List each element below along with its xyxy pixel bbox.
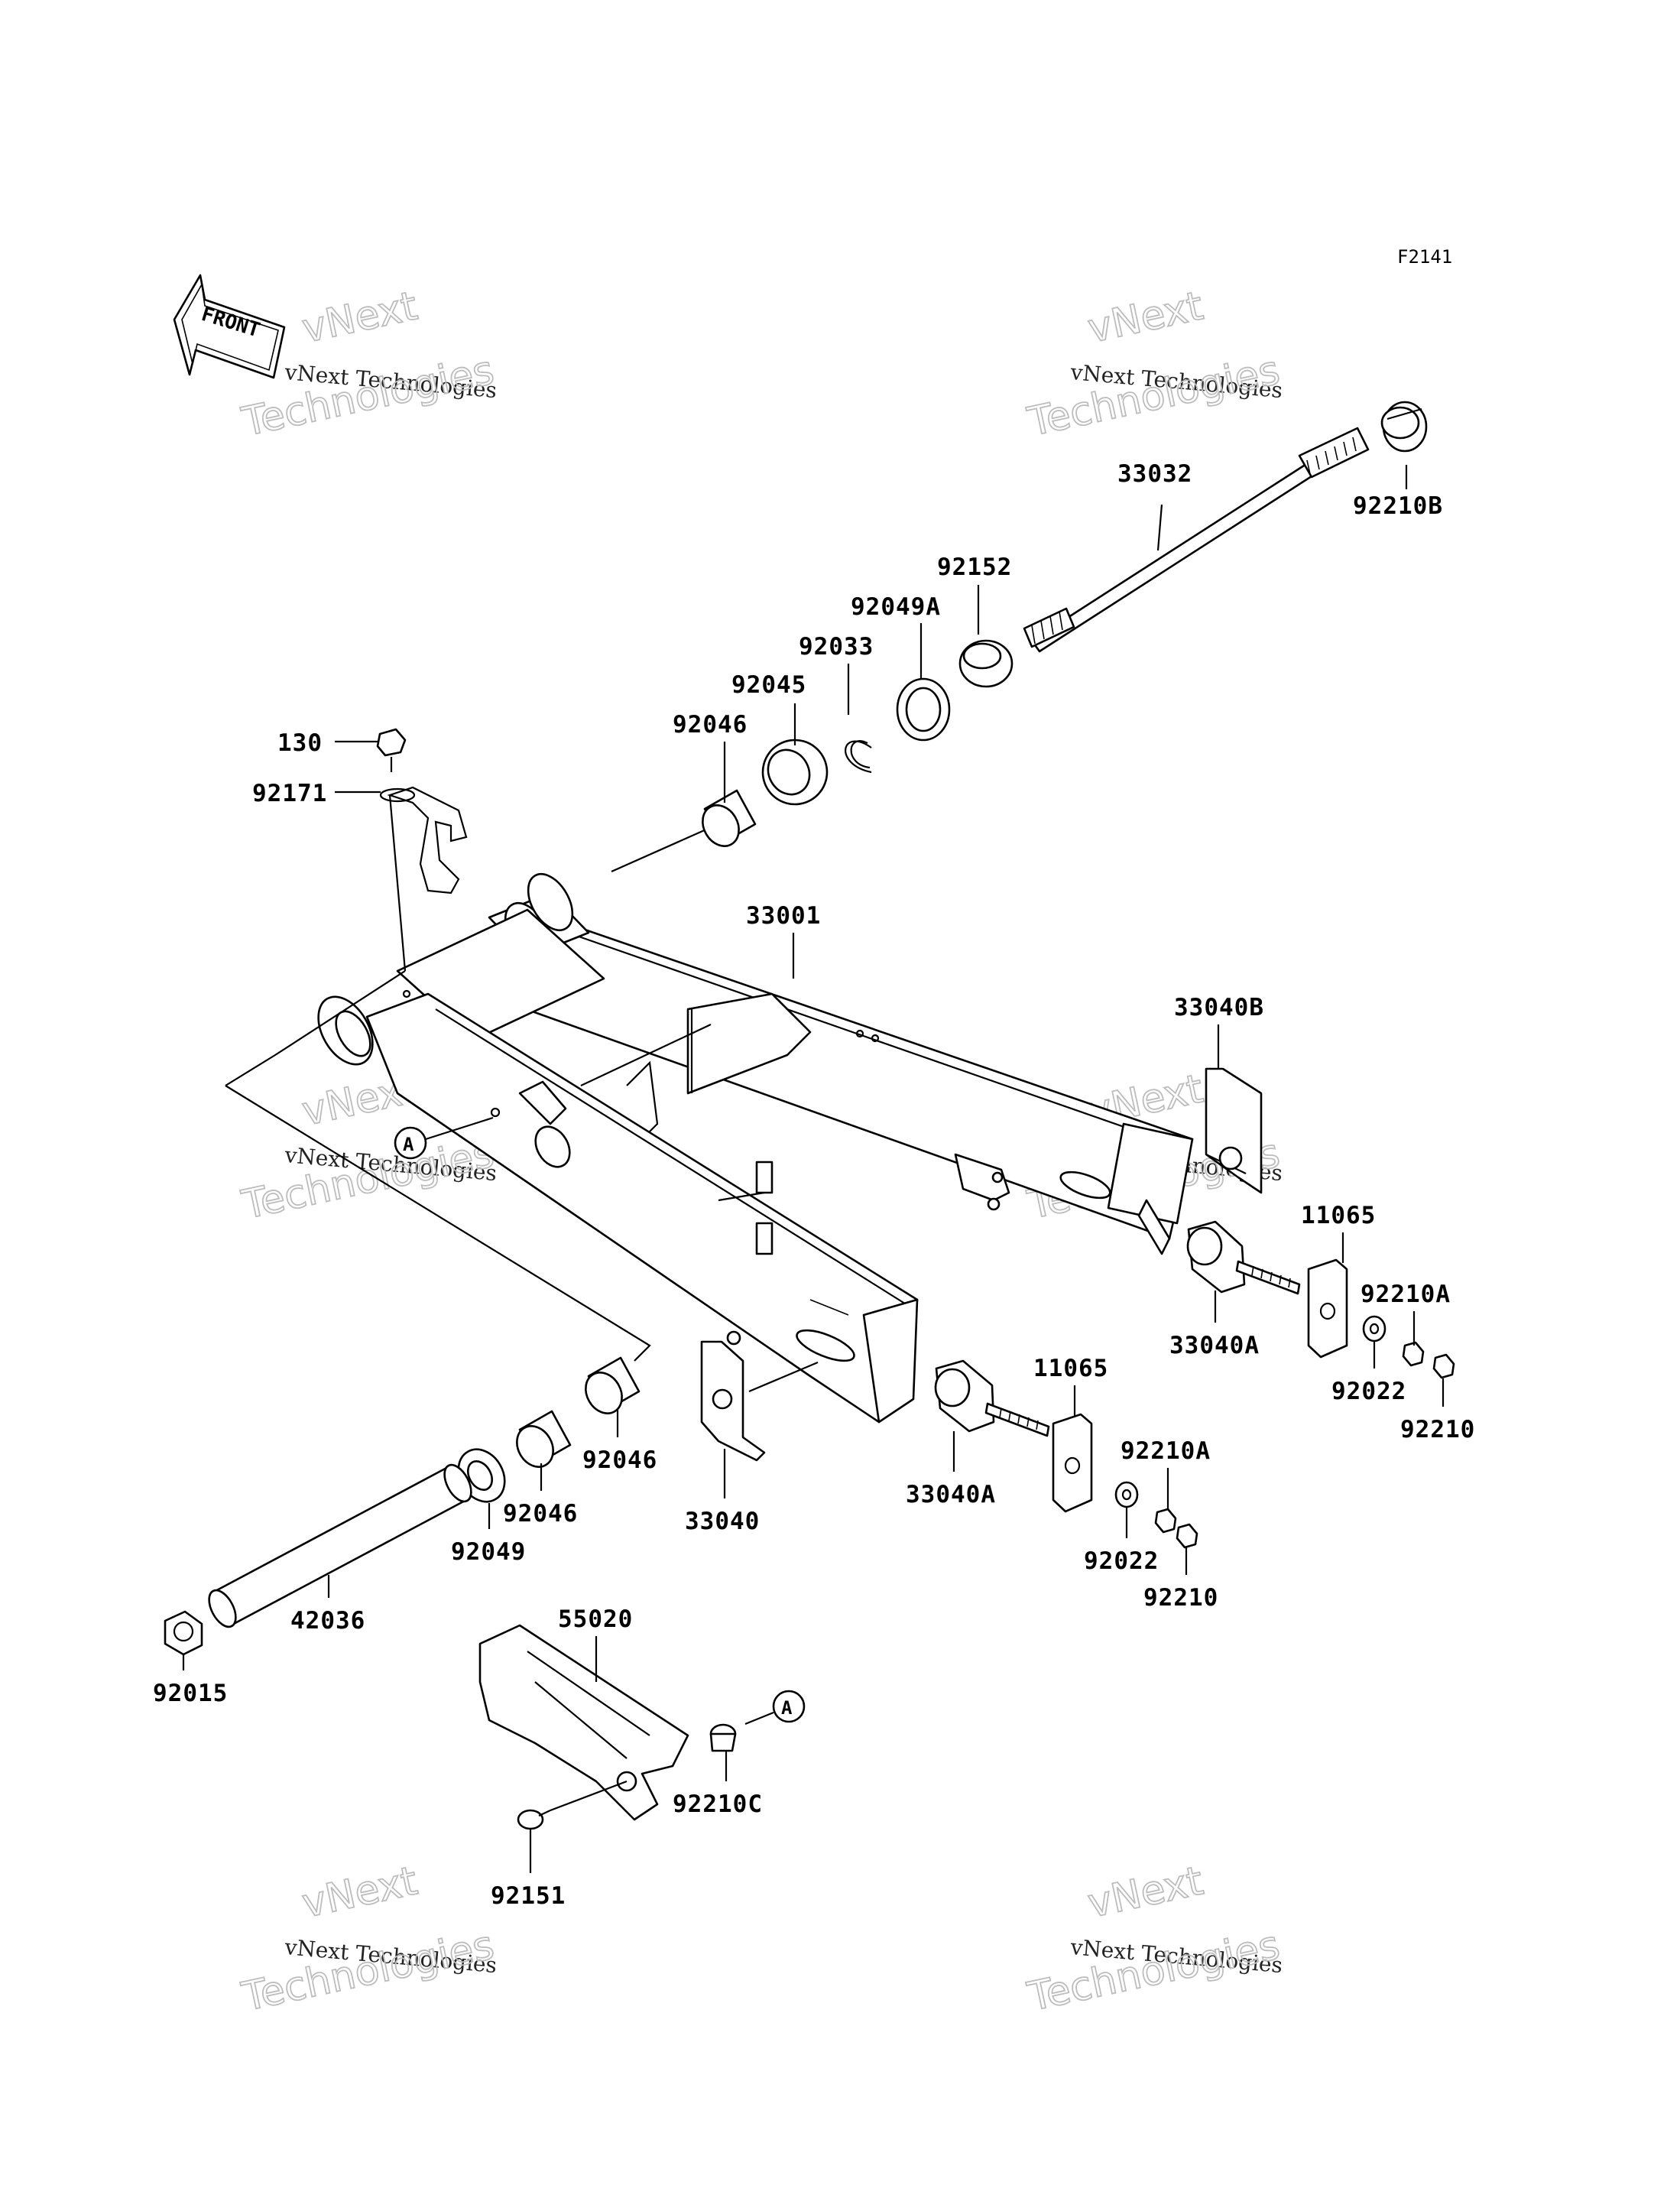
label-92210-middle: 92210 (1143, 1584, 1218, 1612)
label-92049A: 92049A (851, 593, 941, 621)
label-92046-top: 92046 (673, 711, 748, 739)
label-92033: 92033 (799, 633, 874, 661)
label-33040: 33040 (685, 1508, 760, 1535)
label-33032: 33032 (1117, 460, 1192, 488)
label-33040A-middle: 33040A (906, 1481, 996, 1508)
watermark-top-right: vNext vNext Technologies Technologies (1023, 283, 1284, 446)
circlip-92033 (845, 740, 872, 774)
swingarm-33001 (317, 873, 1194, 1424)
chain-adjuster-33040A-middle (934, 1359, 1050, 1437)
chain-adjuster-33040A-right (1186, 1220, 1301, 1295)
nut-92015 (164, 1610, 203, 1656)
label-92210A-middle: 92210A (1121, 1437, 1211, 1465)
collar-92152 (958, 639, 1014, 688)
label-33040B: 33040B (1174, 994, 1264, 1021)
label-11065-middle: 11065 (1033, 1355, 1108, 1382)
label-92049: 92049 (451, 1538, 526, 1566)
callout-a-upper: A (394, 1116, 494, 1160)
watermark-bottom-right: vNext vNext Technologies Technologies (1023, 1858, 1284, 2021)
bearing-92046-top (702, 789, 757, 847)
svg-text:A: A (403, 1134, 414, 1155)
svg-text:Technologies: Technologies (1023, 348, 1283, 446)
svg-text:vNext: vNext (298, 283, 421, 352)
chain-guard-55020 (478, 1624, 689, 1821)
plate-11065-right (1307, 1258, 1348, 1359)
label-55020: 55020 (558, 1605, 633, 1633)
watermark-bottom-left: vNext vNext Technologies Technologies (237, 1858, 498, 2021)
label-11065-right: 11065 (1301, 1202, 1376, 1229)
nut-92210-right (1432, 1353, 1455, 1379)
nut-92210A-middle (1154, 1508, 1177, 1534)
bracket-33040B (1205, 1067, 1263, 1194)
label-33040A-right: 33040A (1169, 1332, 1260, 1359)
seal-92049A (896, 677, 951, 742)
bracket-33040 (700, 1340, 819, 1462)
svg-text:vNext: vNext (1084, 283, 1207, 352)
callout-a-lower: A (772, 1690, 806, 1723)
plate-11065-middle (1052, 1413, 1093, 1513)
leader-lines (182, 465, 1445, 1873)
label-92022-right: 92022 (1331, 1378, 1406, 1405)
washer-92022-middle (1114, 1481, 1139, 1508)
label-92171: 92171 (252, 780, 327, 807)
collar-92210C (709, 1711, 774, 1752)
bearing-92046-a (585, 1356, 641, 1414)
svg-text:Technologies: Technologies (238, 1131, 498, 1229)
svg-text:vNext: vNext (1084, 1858, 1207, 1927)
washer-92022-right (1362, 1315, 1386, 1343)
svg-text:Technologies: Technologies (1023, 1923, 1283, 2021)
nut-92210A-right (1402, 1341, 1425, 1367)
label-130: 130 (277, 729, 323, 757)
label-92210B: 92210B (1353, 492, 1443, 520)
svg-text:Technologies: Technologies (238, 1923, 498, 2021)
pivot-shaft-33032 (1023, 427, 1370, 653)
label-92210-right: 92210 (1400, 1416, 1475, 1443)
label-92046-b: 92046 (503, 1500, 578, 1528)
front-arrow-icon: FRONT (173, 274, 286, 379)
pivot-leader (225, 970, 406, 1086)
nut-92210-middle (1176, 1523, 1198, 1549)
bolt-130 (376, 728, 407, 772)
label-33001: 33001 (746, 902, 821, 930)
bearing-92045 (761, 739, 829, 806)
label-92045: 92045 (731, 671, 806, 699)
svg-text:A: A (781, 1697, 793, 1719)
bearing-92046-b (516, 1410, 572, 1468)
label-92022-middle: 92022 (1084, 1547, 1159, 1575)
label-92151: 92151 (491, 1882, 566, 1910)
nut-92210B (1380, 401, 1428, 453)
label-92210C: 92210C (673, 1791, 763, 1818)
label-92152: 92152 (937, 554, 1012, 581)
sleeve-42036 (208, 1463, 472, 1628)
label-42036: 42036 (290, 1607, 365, 1635)
label-92046-a: 92046 (582, 1446, 657, 1474)
figure-code: F2141 (1397, 246, 1452, 268)
label-92015: 92015 (153, 1680, 228, 1707)
label-92210A-right: 92210A (1361, 1281, 1451, 1308)
bracket-92171 (379, 786, 468, 972)
svg-text:vNext: vNext (298, 1858, 421, 1927)
